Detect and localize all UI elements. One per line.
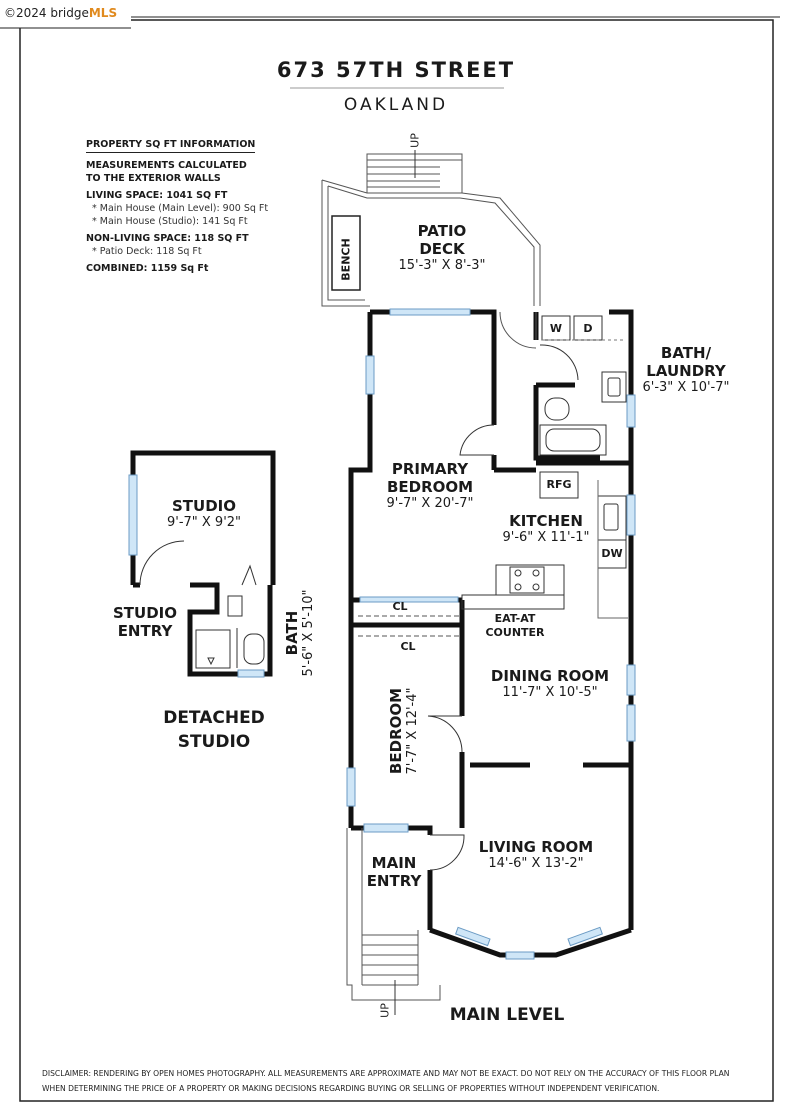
living-room-label: LIVING ROOM 14'-6" X 13'-2"	[478, 838, 594, 871]
door-swings	[427, 311, 579, 871]
sqft-info-panel: PROPERTY SQ FT INFORMATION MEASUREMENTS …	[86, 138, 316, 275]
washer-label: W	[549, 322, 563, 335]
sqft-note-2: TO THE EXTERIOR WALLS	[86, 173, 221, 184]
watermark-backdrop	[0, 0, 131, 28]
sqft-note-1: MEASUREMENTS CALCULATED	[86, 160, 247, 171]
living-studio: * Main House (Studio): 141 Sq Ft	[92, 216, 248, 227]
front-stairs-up-label: UP	[378, 1003, 392, 1018]
kitchen-label: KITCHEN 9'-6" X 11'-1"	[502, 512, 590, 545]
patio-sqft: * Patio Deck: 118 Sq Ft	[92, 246, 202, 257]
windows	[346, 308, 636, 960]
dryer-label: D	[583, 322, 593, 335]
fridge-label: RFG	[546, 478, 572, 491]
closets	[358, 615, 460, 637]
bench-label: BENCH	[339, 238, 353, 281]
back-stairs	[366, 150, 463, 193]
page-subtitle: OAKLAND	[343, 95, 449, 115]
patio-label: PATIO DECK 15'-3" X 8'-3"	[398, 222, 486, 273]
detached-studio-heading: DETACHED STUDIO	[163, 708, 265, 752]
dining-room-label: DINING ROOM 11'-7" X 10'-5"	[490, 667, 610, 700]
living-space: LIVING SPACE: 1041 SQ FT	[86, 190, 228, 201]
studio-walls	[130, 450, 276, 677]
page-title: 673 57TH STREET	[276, 58, 516, 82]
sqft-heading: PROPERTY SQ FT INFORMATION	[86, 138, 256, 153]
dishwasher-label: DW	[601, 547, 623, 560]
living-main: * Main House (Main Level): 900 Sq Ft	[92, 203, 269, 214]
closet-label-primary: CL	[392, 600, 408, 613]
bath-laundry-label: BATH/ LAUNDRY 6'-3" X 10'-7"	[642, 344, 730, 395]
mls-watermark: ©2024 bridgeMLS	[4, 6, 118, 20]
kitchen-fixtures	[461, 471, 628, 619]
studio-fixtures	[139, 540, 265, 669]
main-level-heading: MAIN LEVEL	[449, 1005, 565, 1025]
primary-bedroom-label: PRIMARY BEDROOM 9'-7" X 20'-7"	[386, 460, 474, 511]
combined-sqft: COMBINED: 1159 Sq Ft	[86, 263, 209, 274]
main-entry-label: MAIN ENTRY	[366, 854, 422, 890]
studio-bath-label: BATH 5'-6" X 5'-10"	[283, 589, 316, 677]
page-border	[19, 19, 774, 1102]
front-stairs	[346, 828, 441, 1015]
studio-entry-label: STUDIO ENTRY	[113, 604, 177, 640]
bedroom-label: BEDROOM 7'-7" X 12'-4"	[387, 687, 420, 775]
closet-label-bedroom: CL	[400, 640, 416, 653]
bath-fixtures	[539, 315, 627, 456]
studio-label: STUDIO 9'-7" X 9'2"	[166, 497, 242, 530]
non-living-space: NON-LIVING SPACE: 118 SQ FT	[86, 233, 249, 244]
back-stairs-up-label: UP	[408, 133, 422, 148]
patio-deck	[321, 179, 541, 307]
eat-at-counter-label: EAT-AT COUNTER	[485, 612, 545, 639]
disclaimer: DISCLAIMER: RENDERING BY OPEN HOMES PHOT…	[42, 1069, 730, 1093]
